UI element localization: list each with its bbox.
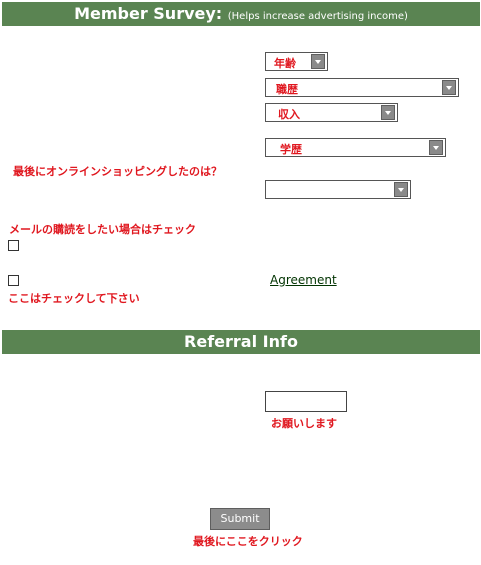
newsletter-checkbox[interactable] [8, 240, 19, 251]
education-select[interactable]: 学歴 [265, 138, 446, 157]
referral-title: Referral Info [184, 332, 298, 351]
career-select[interactable]: 職歴 [265, 78, 459, 97]
career-select-value: 職歴 [276, 83, 298, 96]
header-subtitle: (Helps increase advertising income) [227, 11, 408, 22]
chevron-down-icon [311, 54, 325, 69]
agreement-checkbox[interactable] [8, 275, 19, 286]
chevron-down-icon [394, 182, 408, 197]
last-shopping-select[interactable] [265, 180, 411, 199]
age-select-value: 年齢 [274, 57, 296, 70]
submit-note: 最後にここをクリック [193, 535, 303, 548]
income-select[interactable]: 収入 [265, 103, 398, 122]
chevron-down-icon [381, 105, 395, 120]
submit-button[interactable]: Submit [210, 508, 270, 530]
agreement-note: ここはチェックして下さい [8, 292, 140, 305]
last-shopping-question: 最後にオンラインショッピングしたのは？ [13, 165, 222, 178]
referral-note: お願いします [271, 417, 337, 430]
referral-info-header: Referral Info [2, 330, 480, 354]
age-select[interactable]: 年齢 [265, 52, 328, 71]
header-title: Member Survey: [74, 4, 223, 23]
newsletter-label: メールの購読をしたい場合はチェック [9, 223, 196, 236]
chevron-down-icon [429, 140, 443, 155]
referral-input[interactable] [265, 391, 347, 412]
income-select-value: 収入 [278, 108, 300, 121]
submit-button-label: Submit [220, 512, 260, 525]
agreement-link[interactable]: Agreement [270, 273, 337, 287]
chevron-down-icon [442, 80, 456, 95]
education-select-value: 学歴 [280, 143, 302, 156]
member-survey-header: Member Survey: (Helps increase advertisi… [2, 2, 480, 26]
